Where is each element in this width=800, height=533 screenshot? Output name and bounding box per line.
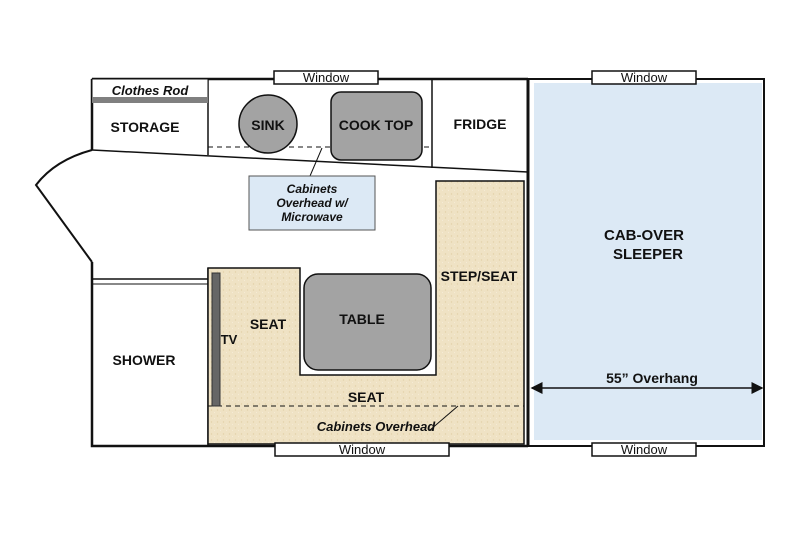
overhang-label: 55” Overhang xyxy=(606,370,698,386)
window-bottom-left: Window xyxy=(274,442,450,457)
seat-bottom-label: SEAT xyxy=(348,389,385,405)
cabinets-overhead-label: Cabinets Overhead xyxy=(317,419,437,434)
callout-line-1: Cabinets xyxy=(287,182,338,196)
window-bottom-right: Window xyxy=(591,442,697,457)
cab-over-sleeper-area xyxy=(534,83,762,440)
dinette-table xyxy=(303,273,432,371)
cabinets-overhead-leader xyxy=(429,405,459,431)
table-label: TABLE xyxy=(339,311,385,327)
window-bottom-right-label: Window xyxy=(621,442,668,457)
fridge-label: FRIDGE xyxy=(454,116,507,132)
entry-door xyxy=(34,149,93,263)
window-top-left-label: Window xyxy=(303,70,350,85)
window-top-right: Window xyxy=(591,70,697,85)
shower-label: SHOWER xyxy=(113,352,176,368)
cook-top xyxy=(330,91,423,161)
cab-over-label-1: CAB-OVER xyxy=(604,227,684,244)
window-top-left: Window xyxy=(273,70,379,85)
window-top-right-label: Window xyxy=(621,70,668,85)
counter-edge-line xyxy=(91,149,529,173)
step-seat-label: STEP/SEAT xyxy=(441,268,518,284)
sink-label: SINK xyxy=(251,117,284,133)
clothes-rod-label: Clothes Rod xyxy=(112,83,190,98)
callout-line-2: Overhead w/ xyxy=(276,196,349,210)
seat-left-label: SEAT xyxy=(250,316,287,332)
clothes-rod-bar xyxy=(92,97,208,103)
tv-label: TV xyxy=(221,332,238,347)
window-bottom-left-label: Window xyxy=(339,442,386,457)
storage-label: STORAGE xyxy=(111,119,180,135)
cook-top-label: COOK TOP xyxy=(339,117,413,133)
tv-panel xyxy=(211,272,221,407)
callout-leader xyxy=(309,147,323,177)
callout-line-3: Microwave xyxy=(281,210,343,224)
cab-over-label-2: SLEEPER xyxy=(613,246,683,263)
sink-basin xyxy=(238,94,298,154)
cabinets-overhead-microwave-callout xyxy=(248,175,376,231)
